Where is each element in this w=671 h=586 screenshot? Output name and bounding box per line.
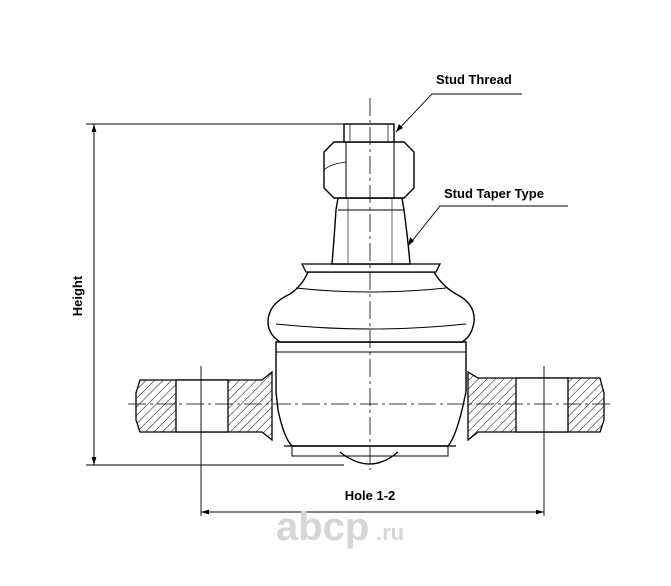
- hole-label: Hole 1-2: [345, 488, 396, 503]
- abcp-watermark-logo: abcp .ru: [276, 505, 404, 549]
- stud-thread-label: Stud Thread: [436, 72, 512, 87]
- hex-nut: [323, 141, 415, 199]
- left-flange: [135, 366, 273, 516]
- height-dimension: [86, 123, 344, 466]
- stud-taper-leader: [407, 205, 568, 247]
- stud-thread-leader: [395, 93, 522, 133]
- stud-taper: [331, 196, 411, 265]
- stud-taper-type-label: Stud Taper Type: [444, 186, 544, 201]
- watermark-suffix: .ru: [376, 520, 404, 545]
- stud-thread: [343, 123, 395, 143]
- ball-bottom: [339, 451, 399, 465]
- right-flange: [467, 366, 605, 516]
- rubber-boot: [267, 263, 475, 343]
- housing: [275, 341, 467, 457]
- watermark-text: abcp: [276, 505, 369, 549]
- height-label: Height: [70, 275, 85, 316]
